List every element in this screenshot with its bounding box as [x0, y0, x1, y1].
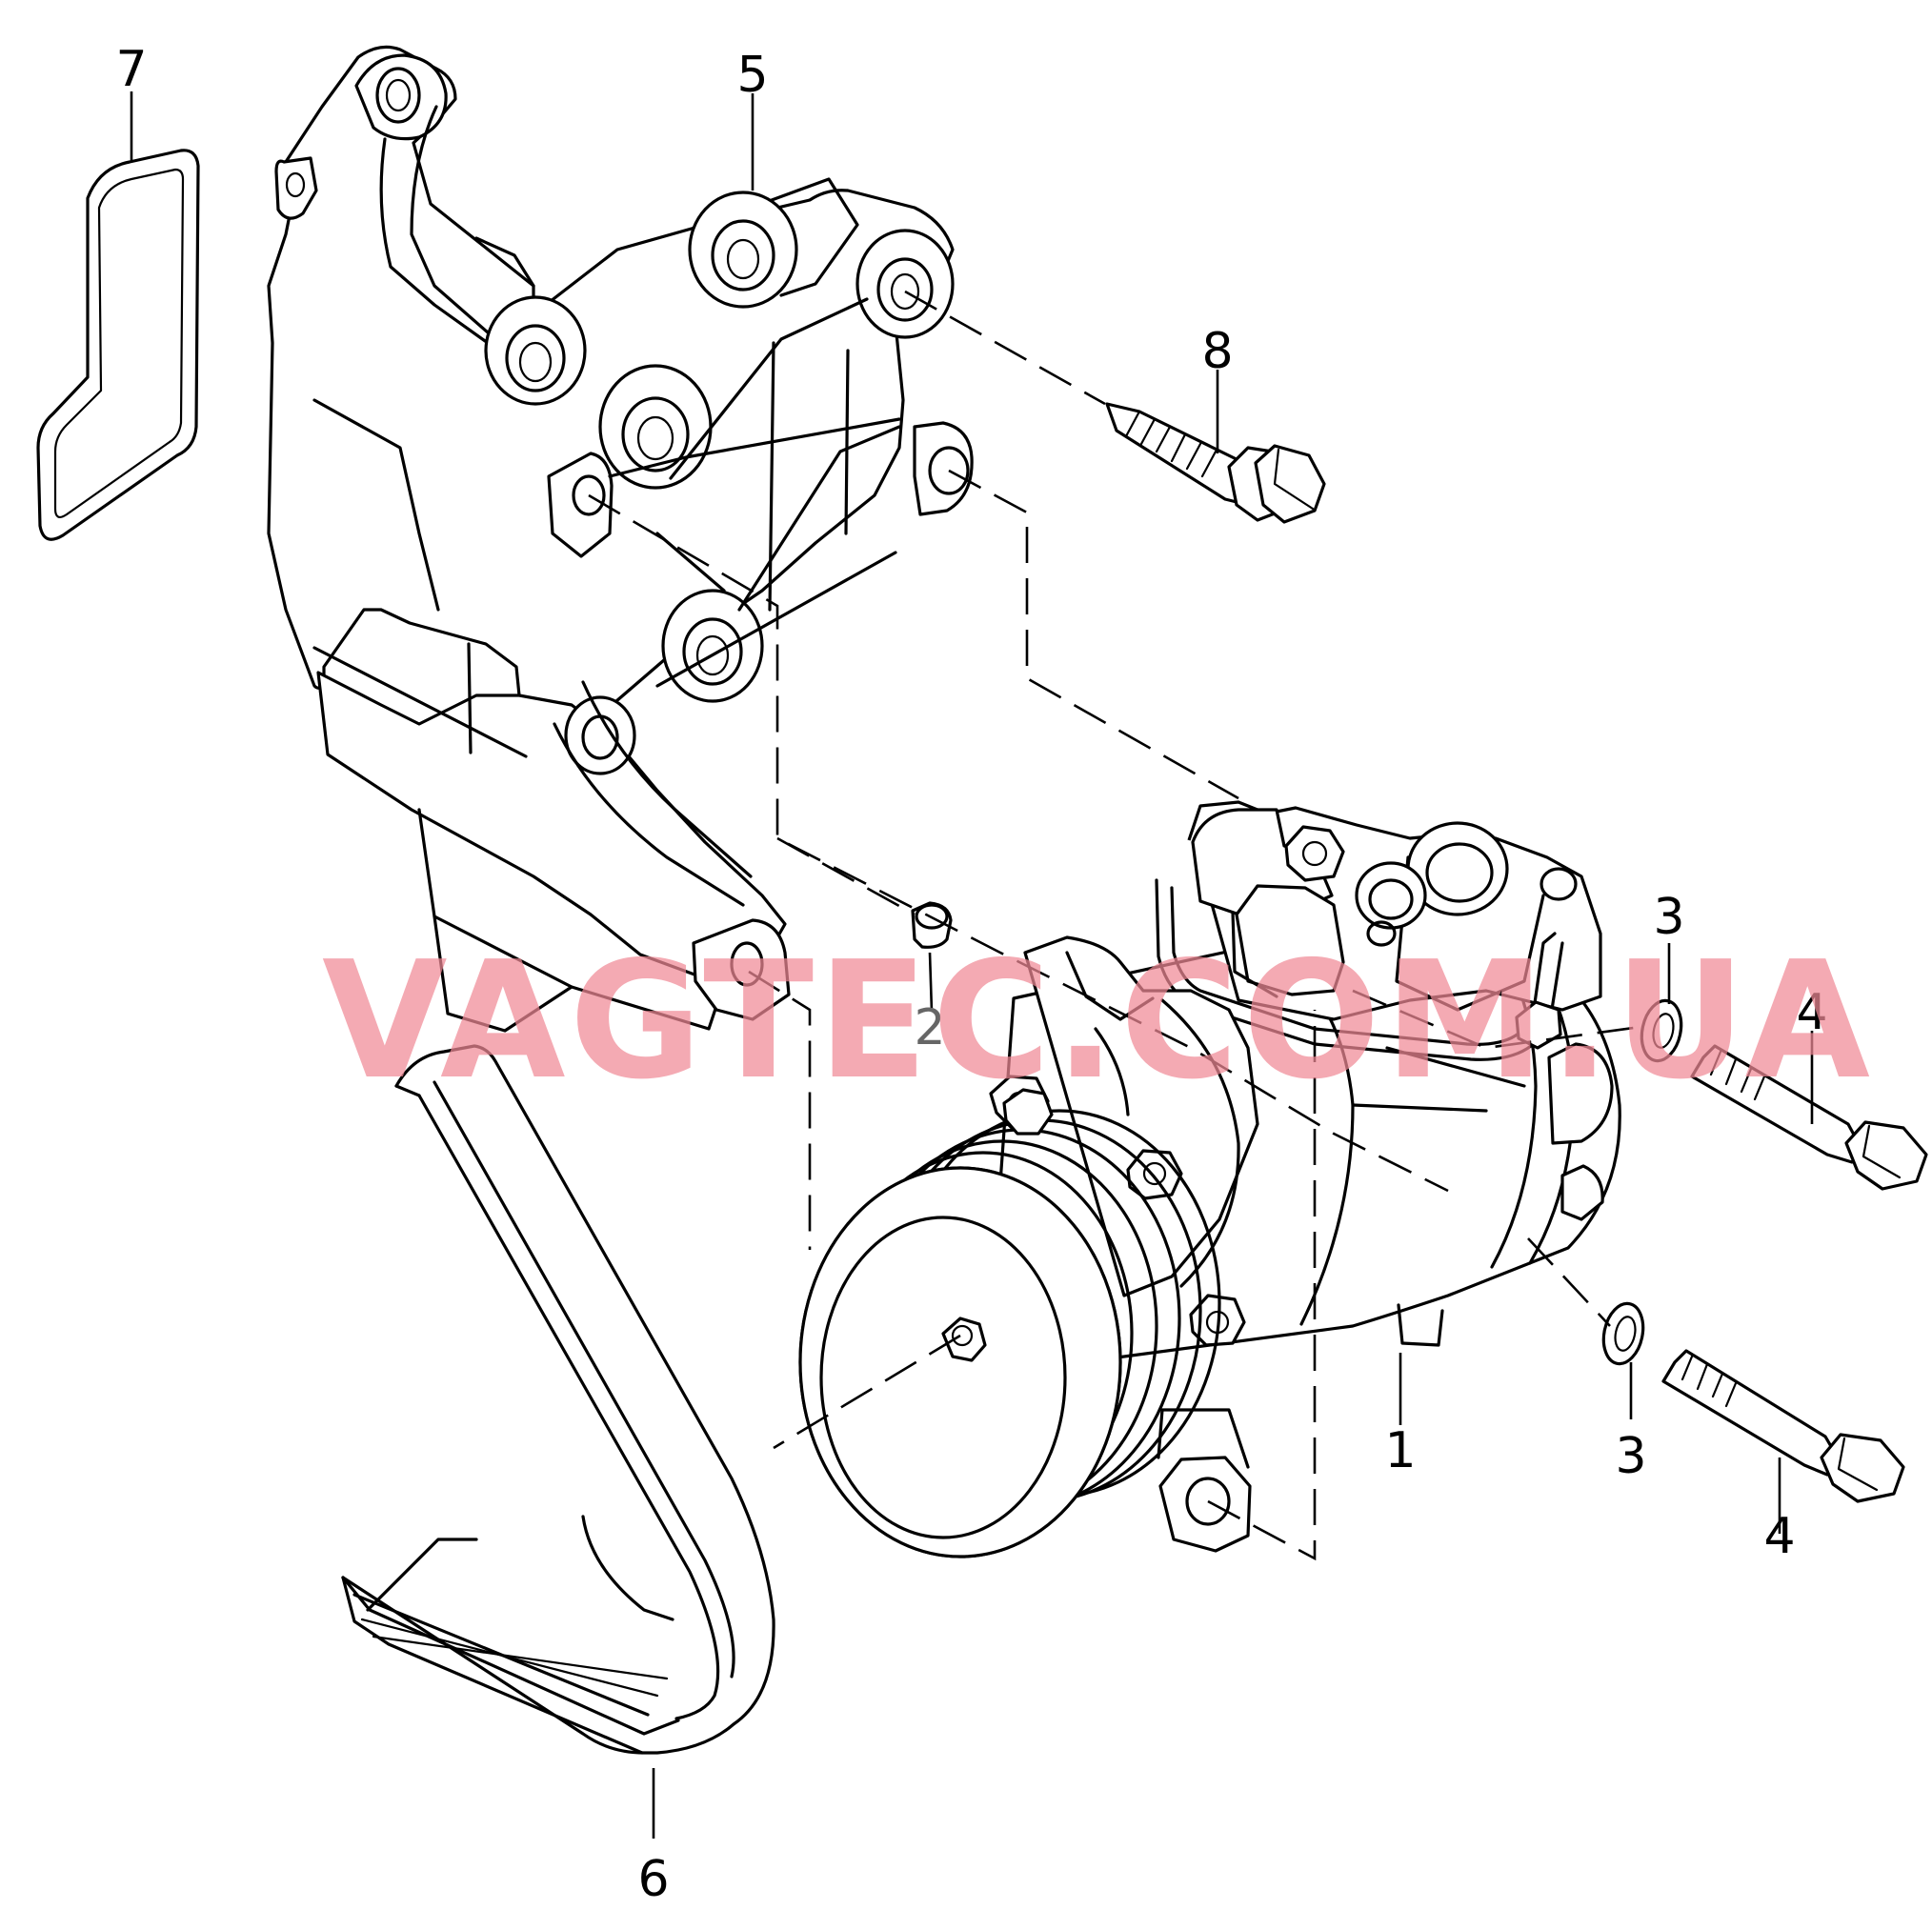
callout-4-lower: 4 [1763, 1508, 1795, 1565]
callout-3-lower: 3 [1615, 1428, 1646, 1485]
bolt-lower [1661, 1349, 1905, 1503]
gasket [36, 149, 200, 541]
ribbed-belt [341, 1044, 775, 1755]
bolt-upper [1690, 1044, 1928, 1191]
sleeve [911, 901, 953, 949]
callout-3-upper: 3 [1653, 889, 1684, 946]
callout-8: 8 [1201, 323, 1233, 380]
callout-5: 5 [736, 47, 768, 104]
washer-lower [1601, 1301, 1645, 1366]
callout-6: 6 [637, 1851, 669, 1908]
mounting-bracket [267, 45, 974, 1033]
leader-lines [130, 91, 1814, 1839]
callouts: 7 5 8 2 3 4 1 3 4 6 [115, 41, 1827, 1908]
washer-upper [1640, 998, 1683, 1063]
callout-1: 1 [1384, 1422, 1416, 1479]
watermark-text: VAGTEC.COM.UA [322, 927, 1874, 1116]
callout-7: 7 [115, 41, 147, 98]
screw [1105, 402, 1326, 524]
assembly-lines [588, 290, 1641, 1561]
callout-2: 2 [914, 999, 945, 1056]
ac-compressor [798, 800, 1621, 1558]
callout-4-upper: 4 [1796, 984, 1827, 1041]
